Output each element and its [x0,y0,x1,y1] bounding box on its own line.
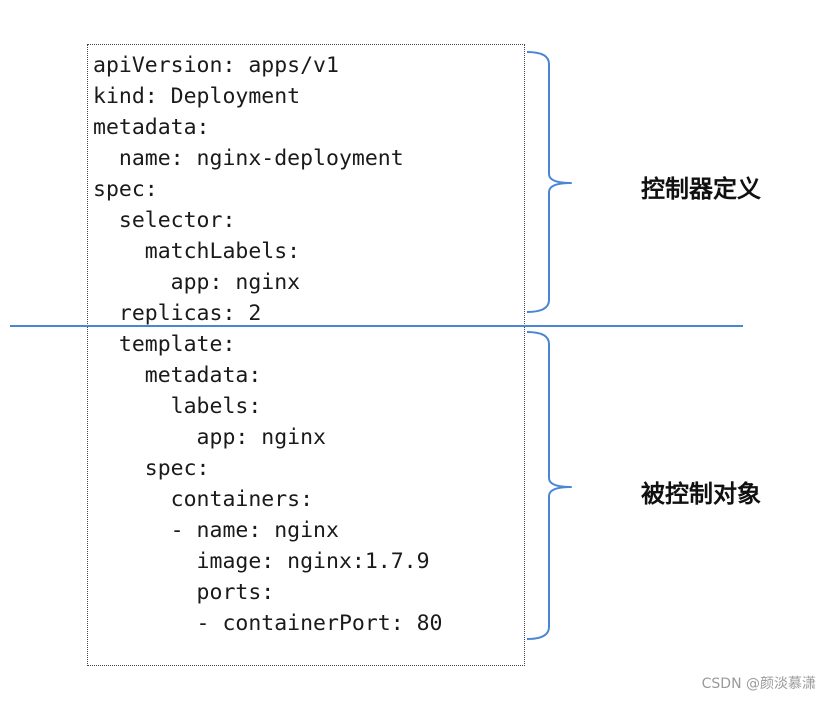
code-line-containers: containers: [93,487,314,512]
code-line-template-metadata: metadata: [93,363,262,388]
section-divider-line [10,325,743,327]
controller-definition-brace [526,51,572,313]
controller-definition-label: 控制器定义 [641,175,761,203]
code-line-selector: selector: [93,208,236,233]
code-line-ports: ports: [93,580,275,605]
yaml-code-box: apiVersion: apps/v1 kind: Deployment met… [87,44,525,666]
code-line-metadata: metadata: [93,115,210,140]
code-line-container-port: - containerPort: 80 [93,611,443,636]
code-line-api-version: apiVersion: apps/v1 [93,53,339,78]
code-line-app-selector: app: nginx [93,270,301,295]
code-line-container-name: - name: nginx [93,518,339,543]
watermark: CSDN @颜淡慕潇 [701,676,816,692]
controlled-object-brace [526,331,572,640]
code-line-app-label: app: nginx [93,425,326,450]
code-line-kind: kind: Deployment [93,84,301,109]
code-line-template-spec: spec: [93,456,210,481]
code-line-labels: labels: [93,394,262,419]
code-line-match-labels: matchLabels: [93,239,301,264]
code-line-image: image: nginx:1.7.9 [93,549,430,574]
controlled-object-label: 被控制对象 [641,480,761,508]
code-line-template: template: [93,332,236,357]
code-line-spec: spec: [93,177,158,202]
code-line-replicas: replicas: 2 [93,301,262,326]
code-line-name: name: nginx-deployment [93,146,404,171]
